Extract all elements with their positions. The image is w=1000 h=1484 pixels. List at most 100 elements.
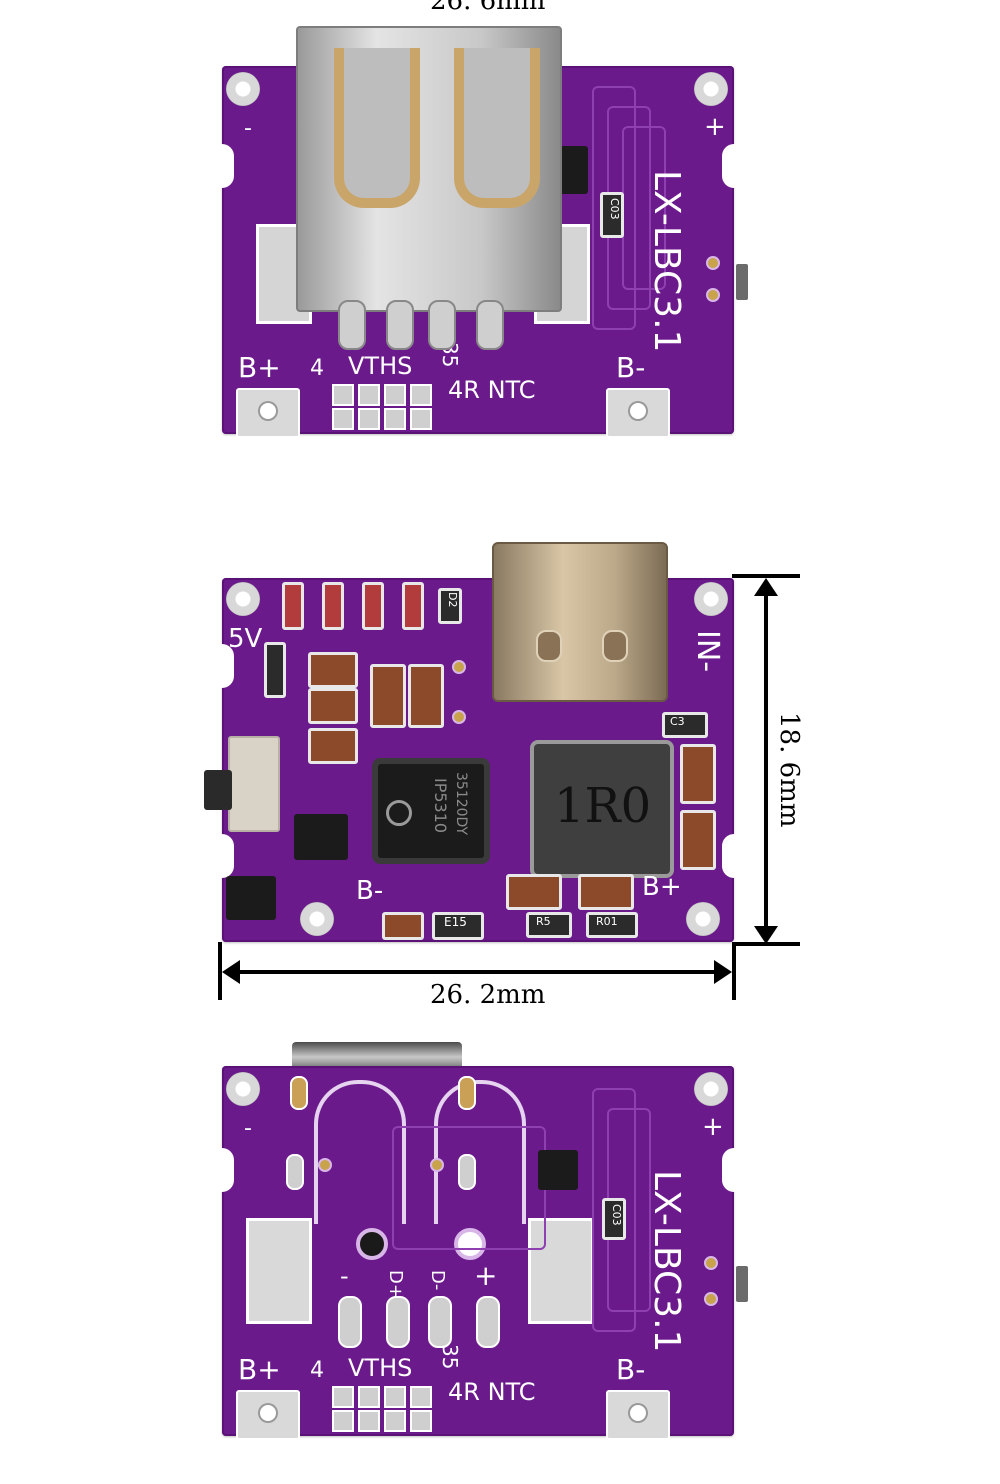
silk-pad-dminus: D- — [427, 1270, 448, 1291]
header-pad — [384, 1386, 406, 1408]
pcb-trace — [592, 86, 636, 330]
header-pad — [358, 384, 380, 406]
capacitor — [680, 810, 716, 870]
slide-switch — [228, 736, 280, 832]
via — [706, 288, 720, 302]
chip-logo-icon — [386, 800, 412, 826]
silk-c3: C3 — [670, 715, 685, 728]
via — [318, 1158, 332, 1172]
height-dimension-line — [764, 590, 768, 930]
silk-model: LX-LBC3.1 — [646, 170, 687, 353]
silk-pad-minus: - — [340, 1262, 349, 1290]
silk-minus: - — [244, 116, 252, 141]
smd-resistor — [586, 912, 638, 938]
transistor-chip — [558, 146, 588, 194]
header-pad — [384, 384, 406, 406]
silk-r5: R5 — [536, 915, 551, 928]
usb-c-connector — [492, 542, 668, 702]
solder-pad — [290, 1076, 308, 1110]
capacitor — [506, 874, 562, 910]
solder-pad — [338, 1296, 362, 1348]
silk-bplus: B+ — [238, 1353, 281, 1386]
header-pad — [410, 1386, 432, 1408]
silk-plus: + — [704, 112, 726, 142]
arrow-up-icon — [754, 578, 778, 596]
capacitor — [370, 664, 406, 728]
pcb-trace — [392, 1126, 546, 1250]
via — [430, 1158, 444, 1172]
header-pad — [332, 1386, 354, 1408]
usb-pin — [428, 300, 456, 350]
silk-35: 35 — [438, 1344, 462, 1370]
silk-4: 4 — [310, 356, 324, 381]
inductor: 1R0 — [530, 740, 674, 878]
silk-in-minus: IN- — [690, 630, 725, 673]
transistor-chip — [294, 814, 348, 860]
switch-lever — [736, 1266, 748, 1302]
header-pad — [410, 1410, 432, 1432]
mounting-hole — [694, 582, 728, 616]
silk-plus: + — [702, 1112, 724, 1142]
board-notch — [722, 834, 746, 878]
smd-resistor — [662, 712, 708, 738]
usb-c-shield-tab — [536, 630, 562, 662]
silk-bminus: B- — [356, 876, 384, 906]
silk-pad-dplus: D+ — [385, 1270, 406, 1299]
smd-resistor — [382, 912, 424, 940]
silk-5v: 5V — [228, 624, 263, 654]
chip-marking-line2: 35120DY — [453, 772, 469, 836]
header-pad — [332, 384, 354, 406]
height-label: 18. 6mm — [774, 712, 804, 828]
usb-a-connector — [296, 26, 562, 312]
header-pad — [410, 384, 432, 406]
silk-bminus: B- — [616, 351, 646, 384]
usb-contact-spring — [454, 48, 540, 208]
solder-pad — [386, 1296, 410, 1348]
via — [706, 256, 720, 270]
mounting-hole — [694, 72, 728, 106]
header-pad — [358, 1410, 380, 1432]
smd-resistor — [602, 1198, 626, 1240]
silk-d2: D2 — [446, 592, 459, 608]
usb-pin — [338, 300, 366, 350]
solder-pad — [458, 1154, 476, 1190]
board-notch — [210, 144, 234, 188]
via — [356, 1228, 388, 1260]
pcb-trace — [592, 1088, 636, 1332]
silk-bplus: B+ — [238, 351, 281, 384]
battery-plus-pad — [236, 388, 300, 438]
width-dimension-tick-left — [218, 942, 222, 1000]
silk-r01: R01 — [596, 915, 618, 928]
capacitor — [308, 688, 358, 724]
usb-pin — [386, 300, 414, 350]
transistor-chip — [226, 876, 276, 920]
via — [452, 660, 466, 674]
smd-resistor — [432, 912, 484, 940]
arrow-right-icon — [714, 960, 732, 984]
board-notch — [722, 144, 746, 188]
top-width-label: 26. 6mm — [430, 0, 546, 16]
smd-resistor — [264, 642, 286, 698]
solder-pad — [286, 1154, 304, 1190]
via — [704, 1256, 718, 1270]
solder-pad — [528, 1218, 594, 1324]
silk-r-ntc: 4R NTC — [448, 1378, 536, 1406]
silk-bplus: B+ — [642, 872, 682, 902]
led — [402, 582, 424, 630]
smd-resistor — [526, 912, 572, 938]
board-notch — [210, 834, 234, 878]
via — [704, 1292, 718, 1306]
battery-minus-pad — [606, 388, 670, 438]
transistor-chip — [538, 1150, 578, 1190]
silk-c03: C03 — [608, 198, 621, 220]
usb-c-shield-tab — [602, 630, 628, 662]
header-pad — [384, 408, 406, 430]
height-dimension-tick-top — [732, 574, 800, 578]
mounting-hole — [686, 902, 720, 936]
usb-pin — [476, 300, 504, 350]
pcb-board-bottom: C03 - D+ D- + - + LX-LBC3.1 B+ B- 4 VTHS… — [210, 1066, 748, 1440]
silk-bminus: B- — [616, 1353, 646, 1386]
width-label: 26. 2mm — [430, 980, 546, 1010]
silk-e15: E15 — [444, 915, 467, 929]
